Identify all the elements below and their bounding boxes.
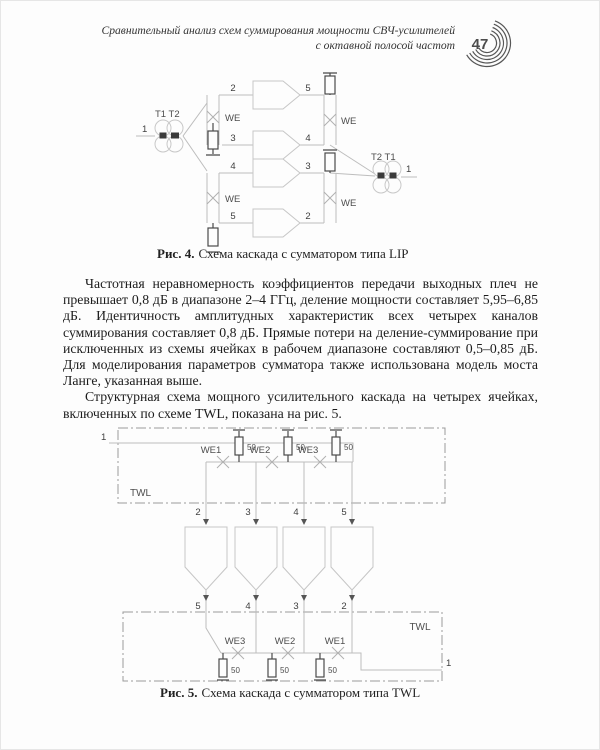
page-number-badge: 47 — [458, 12, 516, 75]
fig5-port-bottom: 3 — [293, 601, 298, 612]
fig4-port-out: 5 — [305, 83, 310, 94]
swirl-decoration-icon: 47 — [466, 20, 512, 68]
resistor-value: 50 — [328, 666, 337, 675]
coupler-x-icons — [206, 110, 337, 205]
fig4-port-in: 4 — [230, 161, 235, 172]
output-transformer-icon — [372, 160, 402, 194]
resistor-value: 50 — [296, 443, 305, 452]
fig4-we-label: WE — [225, 113, 240, 124]
fig5-caption: Рис. 5.Схема каскада с сумматором типа T… — [160, 685, 420, 701]
resistor-value: 50 — [280, 666, 289, 675]
fig4-we-label: WE — [341, 116, 356, 127]
body-text: Частотная неравномерность коэффициентов … — [63, 276, 538, 422]
amplifier-cells — [184, 526, 374, 591]
fig5-we-top: WE1 — [201, 445, 222, 456]
fig5-port-bottom: 4 — [245, 601, 250, 612]
fig4-port-in: 5 — [230, 211, 235, 222]
fig4-input-label: 1 — [142, 124, 147, 135]
fig4-t-out-label: T2 T1 — [371, 152, 396, 163]
page-number: 47 — [472, 36, 489, 53]
fig5-schematic: 1 1 TWL TWL WE1 WE2 WE3 WE3 WE2 WE1 50 5… — [101, 427, 451, 682]
fig4-t-in-label: T1 T2 — [155, 109, 180, 120]
fig4-we-label: WE — [225, 194, 240, 205]
running-head-line2: с октавной полосой частот — [315, 38, 455, 52]
resistor-icons-bottom — [217, 653, 326, 681]
fig5-port-bottom: 5 — [195, 601, 200, 612]
fig5-port-top: 3 — [245, 507, 250, 518]
resistor-value: 50 — [247, 443, 256, 452]
fig4-port-out: 4 — [305, 133, 310, 144]
fig4-port-in: 3 — [230, 133, 235, 144]
running-head: Сравнительный анализ схем суммирования м… — [35, 24, 455, 53]
fig4-caption-text: Схема каскада с сумматором типа LIP — [198, 246, 409, 261]
fig4-wires — [136, 94, 417, 224]
fig5-we-top: WE3 — [298, 445, 319, 456]
fig4-we-label: WE — [341, 198, 356, 209]
resistor-value: 50 — [344, 443, 353, 452]
fig4-caption: Рис. 4.Схема каскада с сумматором типа L… — [157, 246, 409, 262]
resistor-icons — [206, 72, 337, 253]
resistor-icons-top — [233, 429, 342, 462]
twl-box-icons — [117, 427, 446, 682]
fig5-input-label: 1 — [101, 432, 106, 443]
body-paragraph-1: Частотная неравномерность коэффициентов … — [63, 276, 538, 389]
amplifier-cells — [252, 80, 301, 238]
fig5-wires — [109, 442, 442, 671]
fig5-we-bottom: WE3 — [225, 636, 246, 647]
body-paragraph-2: Структурная схема мощного усилительного … — [63, 389, 538, 421]
resistor-value: 50 — [231, 666, 240, 675]
fig4-port-out: 2 — [305, 211, 310, 222]
coupler-x-icons — [216, 455, 345, 660]
fig5-caption-label: Рис. 5. — [160, 685, 198, 700]
input-transformer-icon — [154, 119, 184, 153]
fig5-twl-label: TWL — [130, 488, 152, 499]
fig5-caption-text: Схема каскада с сумматором типа TWL — [201, 685, 421, 700]
fig5-port-bottom: 2 — [341, 601, 346, 612]
fig4-port-out: 3 — [305, 161, 310, 172]
fig5-port-top: 4 — [293, 507, 298, 518]
arrowhead-icons — [203, 519, 355, 601]
fig4-caption-label: Рис. 4. — [157, 246, 195, 261]
fig5-port-top: 2 — [195, 507, 200, 518]
fig4-schematic: 1 T1 T2 T2 T1 1 WE WE WE WE 2 3 4 5 5 4 … — [136, 72, 417, 253]
fig5-we-bottom: WE2 — [275, 636, 296, 647]
running-head-line1: Сравнительный анализ схем суммирования м… — [101, 24, 455, 37]
fig5-we-top: WE2 — [250, 445, 271, 456]
fig5-port-top: 5 — [341, 507, 346, 518]
fig4-port-in: 2 — [230, 83, 235, 94]
fig5-twl-label: TWL — [409, 622, 431, 633]
fig5-we-bottom: WE1 — [325, 636, 346, 647]
fig5-output-label: 1 — [446, 658, 451, 669]
fig4-output-label: 1 — [406, 164, 411, 175]
